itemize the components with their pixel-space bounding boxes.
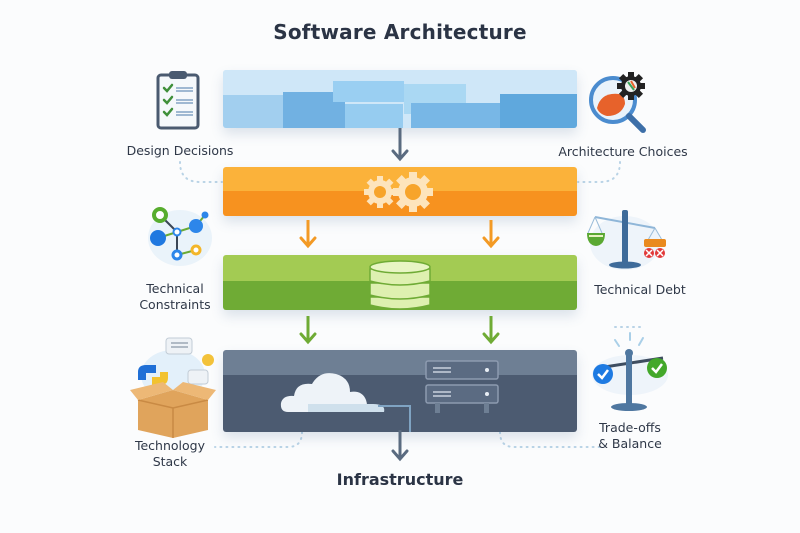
side-label-line: Constraints	[139, 297, 211, 312]
arrow-down-left-green-icon	[299, 316, 317, 345]
blocks-icon	[223, 70, 577, 128]
gears-icon	[364, 172, 433, 212]
side-label-technology-stack: Technology Stack	[120, 438, 220, 470]
balance-checkmarks-icon	[592, 332, 668, 411]
arrow-down-right-green-icon	[482, 316, 500, 345]
database-icon	[369, 260, 431, 310]
side-label-design-decisions: Design Decisions	[126, 143, 234, 158]
side-label-architecture-choices: Architecture Choices	[558, 144, 688, 159]
side-label-technical-constraints: Technical Constraints	[120, 281, 230, 313]
side-label-trade-offs-balance: Trade-offs & Balance	[580, 420, 680, 452]
clipboard-checklist-icon	[156, 71, 200, 130]
side-label-line: Technical	[146, 281, 204, 296]
arrow-down-right-orange-icon	[482, 220, 500, 249]
side-label-line: & Balance	[598, 436, 662, 451]
cloud-icon	[280, 373, 411, 432]
magnifier-gear-icon	[589, 72, 646, 133]
logic-layer	[223, 167, 577, 216]
page-title: Software Architecture	[273, 20, 527, 44]
infrastructure-label: Infrastructure	[336, 470, 464, 489]
presentation-layer	[223, 70, 577, 128]
balance-scale-icon	[587, 210, 666, 270]
side-label-technical-debt: Technical Debt	[594, 282, 686, 297]
server-rack-icon	[425, 360, 499, 413]
infrastructure-layer	[223, 350, 577, 432]
arrow-down-icon	[391, 128, 409, 162]
molecule-network-icon	[148, 207, 212, 266]
open-box-icon	[130, 337, 216, 438]
arrow-down-icon	[391, 430, 409, 462]
data-layer	[223, 255, 577, 310]
arrow-down-left-orange-icon	[299, 220, 317, 249]
side-label-line: Stack	[152, 454, 188, 469]
side-label-line: Trade-offs	[599, 420, 661, 435]
side-label-line: Technology	[134, 438, 206, 453]
